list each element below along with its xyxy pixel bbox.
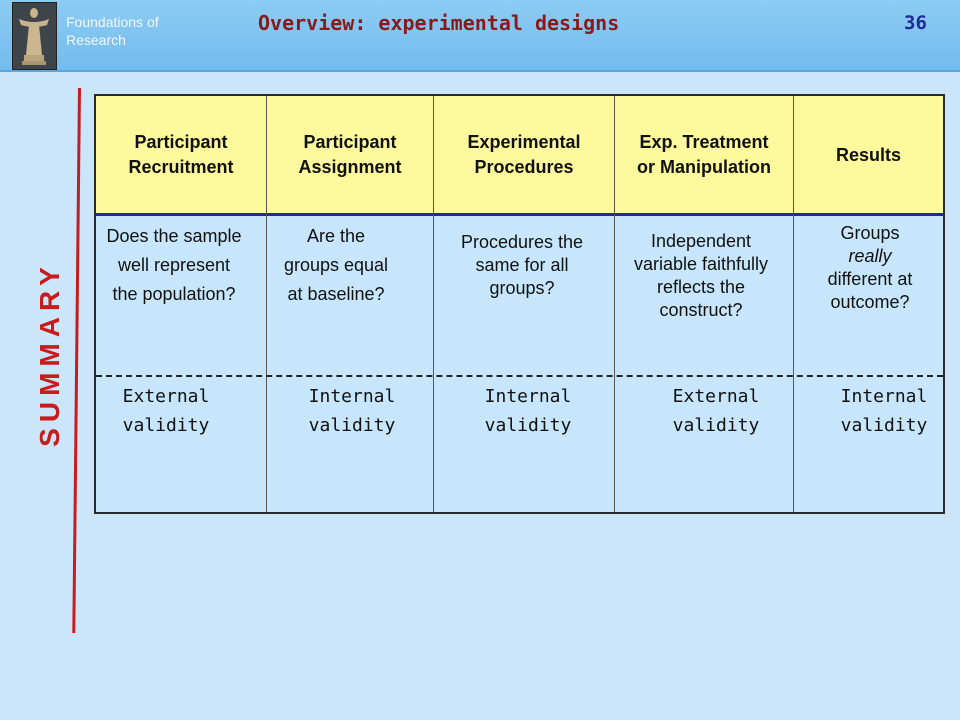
organization-name: Foundations of Research [66, 14, 159, 48]
column-header-assignment: Participant Assignment [267, 96, 433, 214]
slide-title: Overview: experimental designs [258, 11, 620, 35]
validity-recruitment: External validity [122, 386, 210, 436]
question-assignment: Are the groups equal at baseline? [283, 226, 389, 304]
red-divider-line [72, 88, 81, 634]
question-recruitment: Does the sample well represent the popul… [106, 226, 242, 304]
results-question-emphasis: really [848, 246, 892, 266]
validity-assignment: Internal validity [308, 386, 396, 436]
dashed-row-divider [96, 375, 943, 377]
column-header-recruitment: Participant Recruitment [96, 96, 266, 214]
column-divider [614, 96, 615, 512]
results-question-tail: different at outcome? [827, 269, 913, 312]
question-results: Groups really different at outcome? [804, 222, 936, 314]
validity-treatment: External validity [672, 386, 760, 436]
column-header-results: Results [794, 96, 943, 214]
column-header-treatment: Exp. Treatment or Manipulation [615, 96, 793, 214]
column-header-procedures: Experimental Procedures [434, 96, 614, 214]
header-bar: Foundations of Research Overview: experi… [0, 0, 960, 72]
column-divider [266, 96, 267, 512]
summary-side-label: SUMMARY [34, 261, 65, 447]
page-number: 36 [904, 12, 927, 34]
validity-procedures: Internal validity [484, 386, 572, 436]
summary-table: Participant Recruitment Participant Assi… [94, 94, 945, 514]
results-question-lead: Groups [840, 223, 900, 243]
statue-logo [12, 2, 57, 70]
question-treatment: Independent variable faithfully reflects… [633, 231, 769, 320]
question-procedures: Procedures the same for all groups? [460, 232, 584, 298]
header-underline [96, 213, 943, 216]
column-divider [793, 96, 794, 512]
column-divider [433, 96, 434, 512]
validity-results: Internal validity [840, 386, 928, 436]
